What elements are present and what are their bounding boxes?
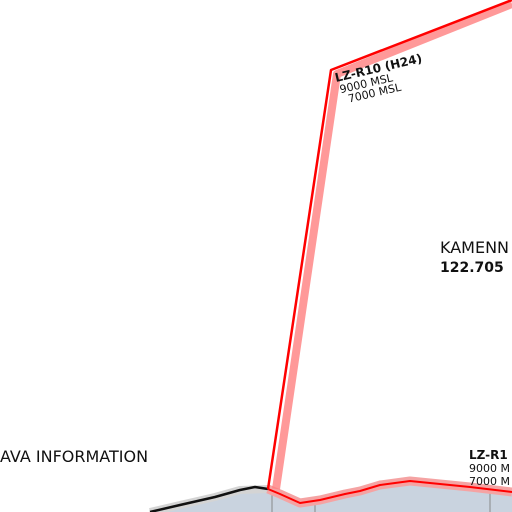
zone-label-lr1-upper: 9000 M [469,462,510,475]
zone-label-lr1-name: LZ-R1 [469,448,508,462]
restricted-zone-lr10-halo [272,0,512,490]
lower-boundary-line [149,485,269,512]
restricted-zone-lr10-line [266,0,512,490]
restricted-zone-lr1-line [267,480,512,504]
fir-label-right-frequency: 122.705 [440,260,504,276]
terrain-shading [150,481,512,512]
zone-label-lr1-lower: 7000 M [469,475,510,488]
fir-label-right-name: KAMENN [440,238,509,257]
fir-label-left: AVA INFORMATION [0,447,148,466]
